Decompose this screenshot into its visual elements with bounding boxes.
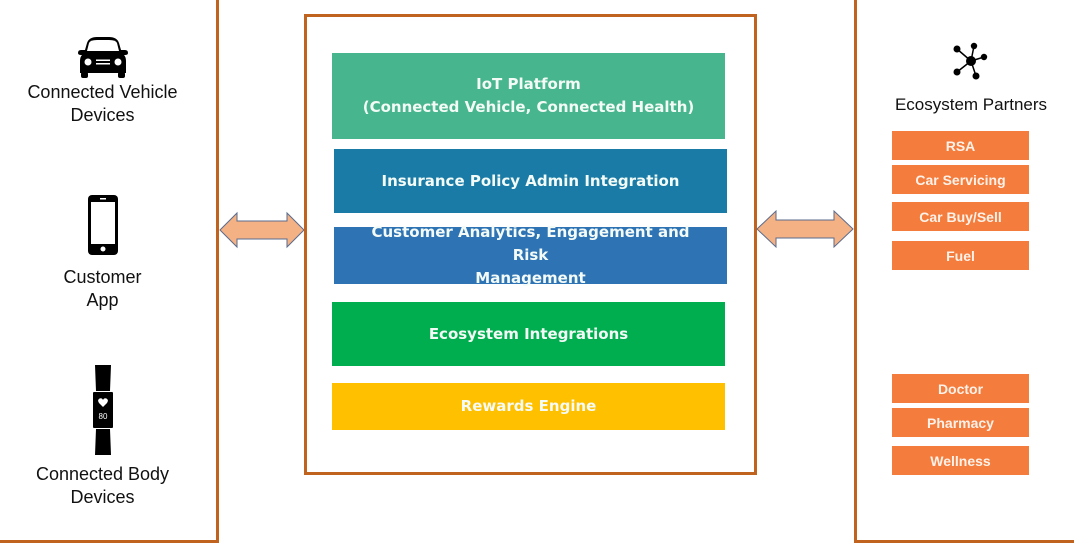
layer-title: Customer Analytics, Engagement and Risk bbox=[371, 223, 690, 264]
device-label: Connected Body bbox=[35, 464, 170, 484]
bidirectional-arrow-right bbox=[756, 209, 854, 249]
device-label: Devices bbox=[70, 105, 135, 125]
layer-subtitle: Management bbox=[475, 269, 586, 287]
ecosystem-header: Ecosystem Partners bbox=[886, 40, 1056, 115]
partner-car-servicing: Car Servicing bbox=[892, 165, 1029, 194]
partner-fuel: Fuel bbox=[892, 241, 1029, 270]
partner-car-buy-sell: Car Buy/Sell bbox=[892, 202, 1029, 231]
layer-subtitle: (Connected Vehicle, Connected Health) bbox=[362, 98, 695, 116]
device-label: Connected Vehicle bbox=[27, 82, 178, 102]
layer-rewards-engine: Rewards Engine bbox=[332, 383, 725, 430]
layer-iot-platform: IoT Platform (Connected Vehicle, Connect… bbox=[332, 53, 725, 139]
device-label: App bbox=[86, 290, 119, 310]
partner-rsa: RSA bbox=[892, 131, 1029, 160]
partner-wellness: Wellness bbox=[892, 446, 1029, 475]
partner-doctor: Doctor bbox=[892, 374, 1029, 403]
layer-policy-admin: Insurance Policy Admin Integration bbox=[334, 149, 727, 213]
device-label: Customer bbox=[63, 267, 142, 287]
device-connected-body: 80 Connected Body Devices bbox=[0, 365, 205, 509]
band-reading: 80 bbox=[98, 412, 107, 421]
layer-title: IoT Platform bbox=[476, 75, 581, 93]
bidirectional-arrow-left bbox=[219, 211, 305, 249]
network-icon bbox=[953, 42, 988, 80]
layer-title: Rewards Engine bbox=[460, 397, 597, 415]
car-icon bbox=[77, 37, 128, 78]
fitness-band-icon: 80 bbox=[92, 365, 113, 455]
device-label: Devices bbox=[70, 487, 135, 507]
device-customer-app: Customer App bbox=[0, 194, 205, 312]
layer-title: Insurance Policy Admin Integration bbox=[381, 171, 680, 190]
device-connected-vehicle: Connected Vehicle Devices bbox=[0, 35, 205, 127]
smartphone-icon bbox=[87, 195, 118, 255]
partner-pharmacy: Pharmacy bbox=[892, 408, 1029, 437]
layer-customer-analytics: Customer Analytics, Engagement and Risk … bbox=[334, 223, 727, 287]
layer-title: Ecosystem Integrations bbox=[428, 324, 629, 343]
layer-ecosystem-integrations: Ecosystem Integrations bbox=[332, 302, 725, 366]
ecosystem-title: Ecosystem Partners bbox=[894, 95, 1048, 114]
